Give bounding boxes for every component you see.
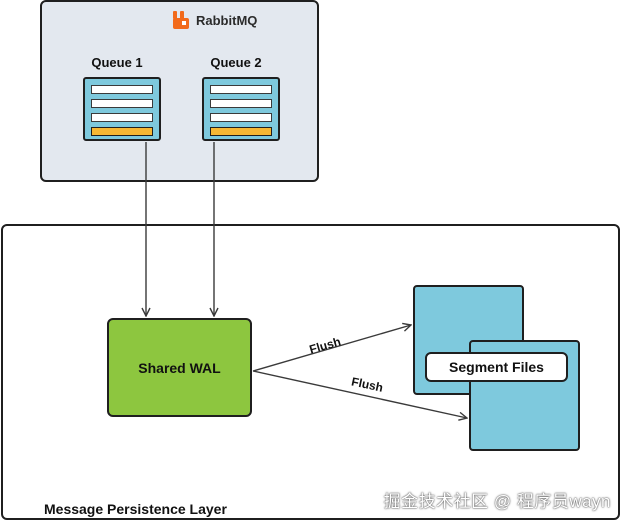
watermark-text: 掘金技术社区 @ 程序员wayn bbox=[383, 492, 611, 511]
flush-bottom-label: Flush bbox=[350, 374, 384, 394]
persistence-layer-label: Message Persistence Layer bbox=[40, 501, 231, 517]
persistence-layer-container bbox=[1, 224, 620, 520]
shared-wal-node: Shared WAL bbox=[107, 318, 252, 417]
flush-top-label: Flush bbox=[308, 334, 343, 356]
rabbitmq-container: RabbitMQ Queue 1 Queue 2 bbox=[40, 0, 319, 182]
queue-slot bbox=[210, 113, 272, 122]
queue-slot bbox=[91, 113, 153, 122]
shared-wal-label: Shared WAL bbox=[138, 359, 221, 376]
queue-slot bbox=[91, 99, 153, 108]
queue-slot bbox=[210, 85, 272, 94]
queue-slot bbox=[91, 85, 153, 94]
segment-files-label: Segment Files bbox=[449, 359, 544, 375]
segment-files-label-box: Segment Files bbox=[425, 352, 568, 382]
queue-slot bbox=[210, 99, 272, 108]
queue-slot-active bbox=[210, 127, 272, 136]
rabbitmq-title: RabbitMQ bbox=[196, 12, 258, 28]
rabbitmq-header: RabbitMQ bbox=[172, 9, 257, 31]
flush-top-arrow bbox=[252, 325, 411, 372]
queue-1-label: Queue 1 bbox=[91, 55, 143, 70]
queue-1 bbox=[83, 77, 161, 141]
flush-bottom-arrow bbox=[252, 370, 467, 418]
queue-slot-active bbox=[91, 127, 153, 136]
rabbitmq-logo-icon bbox=[172, 10, 190, 30]
queue-2 bbox=[202, 77, 280, 141]
queue-2-label: Queue 2 bbox=[210, 55, 262, 70]
